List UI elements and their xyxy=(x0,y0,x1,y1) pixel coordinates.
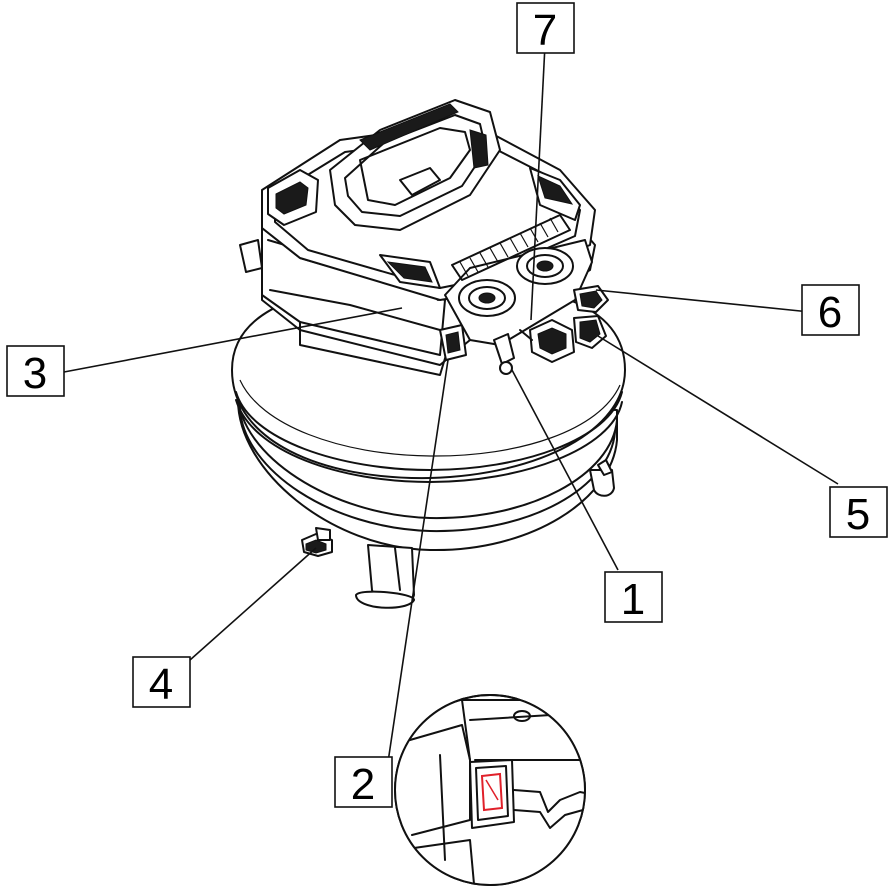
carry-handle xyxy=(329,99,501,231)
callout-5-label: 5 xyxy=(846,490,870,539)
callout-1-label: 1 xyxy=(621,575,645,624)
inset-detail xyxy=(394,694,586,886)
leader-1 xyxy=(511,369,619,571)
leader-lines xyxy=(63,44,839,763)
callout-4: 4 xyxy=(132,656,191,709)
callout-1: 1 xyxy=(604,571,663,624)
callout-7: 7 xyxy=(516,2,575,55)
leader-2 xyxy=(387,359,449,763)
callout-2: 2 xyxy=(334,756,393,809)
control-panel xyxy=(444,214,609,375)
callout-3-label: 3 xyxy=(23,349,47,398)
callout-4-label: 4 xyxy=(149,660,173,709)
callout-7-label: 7 xyxy=(533,6,557,55)
callout-6: 6 xyxy=(801,284,860,337)
power-switch-indicator xyxy=(480,772,504,812)
callout-6-label: 6 xyxy=(818,288,842,337)
regulator-knob xyxy=(529,315,607,363)
safety-valve xyxy=(493,333,515,375)
leader-3 xyxy=(63,307,403,373)
leader-5 xyxy=(597,335,839,485)
vent-grill-lines xyxy=(459,217,559,277)
tank-feet xyxy=(355,459,615,609)
drain-valve xyxy=(301,527,333,557)
callout-3: 3 xyxy=(6,345,65,398)
tank-pressure-gauge xyxy=(458,279,516,317)
leader-4 xyxy=(189,547,317,661)
callout-5: 5 xyxy=(829,486,888,539)
callout-2-label: 2 xyxy=(351,760,375,809)
outlet-pressure-gauge xyxy=(516,247,574,285)
quick-coupler xyxy=(573,285,609,313)
leader-6 xyxy=(595,289,811,313)
leader-7 xyxy=(530,44,546,321)
